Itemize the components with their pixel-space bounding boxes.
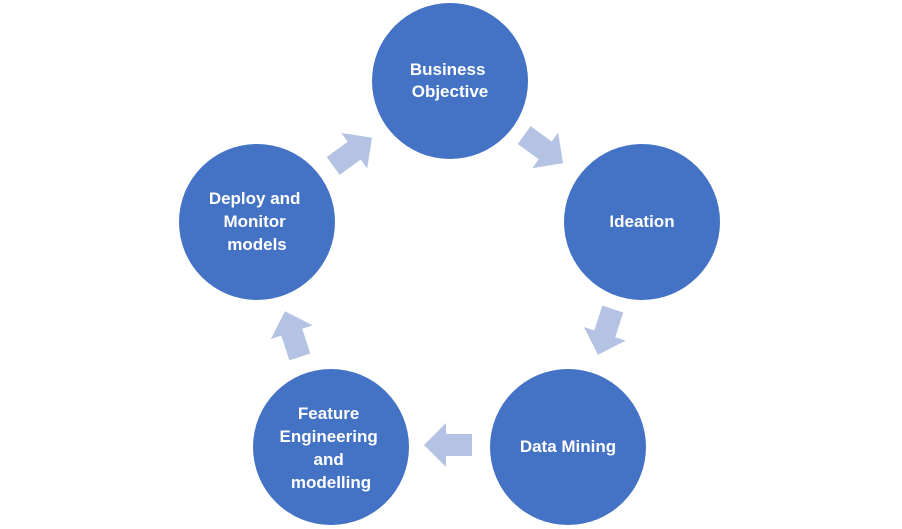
- node-label-line: Engineering: [280, 427, 378, 446]
- arrow-data-mining-to-feature-engineering: [424, 423, 472, 467]
- arrow-ideation-to-data-mining: [583, 305, 626, 355]
- node-circle: [372, 3, 528, 159]
- node-label-line: Ideation: [609, 212, 674, 231]
- node-label-line: and: [314, 450, 344, 469]
- node-label-line: modelling: [291, 473, 371, 492]
- node-label-line: Objective: [412, 82, 489, 101]
- node-business-objective: Business Objective: [372, 3, 528, 159]
- node-label: Ideation: [609, 212, 674, 231]
- arrows: [270, 126, 626, 467]
- node-label: Deploy and Monitor models: [209, 189, 305, 254]
- node-label-line: models: [227, 235, 287, 254]
- arrow-business-objective-to-ideation: [517, 126, 564, 169]
- arrow-feature-engineering-to-deploy-monitor: [270, 311, 313, 361]
- arrow-deploy-monitor-to-business-objective: [326, 132, 373, 175]
- node-label: Data Mining: [520, 437, 616, 456]
- node-label: Feature Engineering and modelling: [280, 404, 383, 492]
- node-ideation: Ideation: [564, 144, 720, 300]
- node-label-line: Monitor: [223, 212, 286, 231]
- node-label-line: Business: [410, 60, 486, 79]
- node-circle: [564, 144, 720, 300]
- node-label-line: Feature: [298, 404, 359, 423]
- node-label-line: Data Mining: [520, 437, 616, 456]
- node-circle: [490, 369, 646, 525]
- node-label-line: Deploy and: [209, 189, 301, 208]
- node-circle: [179, 144, 335, 300]
- node-data-mining: Data Mining: [490, 369, 646, 525]
- node-label: Business Objective: [410, 60, 490, 101]
- node-feature-engineering: Feature Engineering and modelling: [253, 369, 409, 525]
- node-deploy-monitor: Deploy and Monitor models: [179, 144, 335, 300]
- node-circle: [253, 369, 409, 525]
